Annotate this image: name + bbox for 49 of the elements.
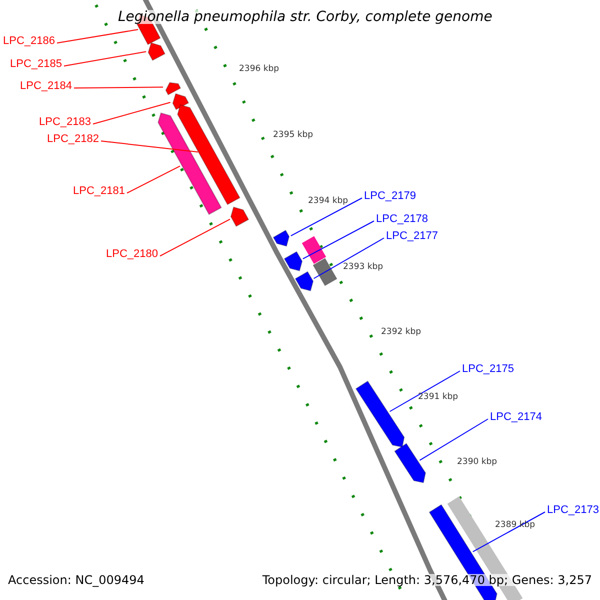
gene-label: LPC_2183 bbox=[39, 117, 91, 128]
leader-line bbox=[100, 140, 199, 152]
leader-line bbox=[313, 238, 384, 279]
gene-label: LPC_2181 bbox=[73, 186, 125, 197]
scale-label: 2390 kbp bbox=[457, 458, 498, 466]
gene-label: LPC_2175 bbox=[462, 364, 514, 375]
title: Legionella pneumophila str. Corby, complete genome bbox=[116, 10, 494, 24]
leader-line bbox=[126, 166, 180, 194]
footer-text: Accession: NC_009494 bbox=[8, 574, 144, 586]
gene-block bbox=[177, 104, 240, 206]
gene-block bbox=[230, 206, 250, 227]
feature-bar bbox=[302, 236, 326, 264]
leader-line bbox=[56, 29, 139, 44]
scale-label: 2392 kbp bbox=[381, 328, 422, 336]
leader-line bbox=[302, 220, 374, 260]
gene-block bbox=[148, 42, 166, 61]
scale-label: 2395 kbp bbox=[273, 131, 314, 140]
leader-line bbox=[472, 512, 546, 552]
leader-line bbox=[92, 102, 171, 124]
scale-label: 2391 kbp bbox=[418, 393, 458, 402]
leader-line bbox=[419, 418, 488, 461]
leader-line bbox=[389, 370, 460, 412]
scale-label: 2396 kbp bbox=[239, 65, 280, 74]
scale-label: 2394 kbp bbox=[308, 197, 348, 206]
gene-block bbox=[355, 380, 405, 448]
scale-label: 2389 kbp bbox=[495, 521, 536, 530]
gene-label: LPC_2185 bbox=[10, 59, 62, 70]
gene-label: LPC_2177 bbox=[386, 231, 438, 242]
gene-label: LPC_2186 bbox=[3, 36, 55, 47]
gene-label: LPC_2182 bbox=[47, 134, 99, 145]
scale-label: 2393 kbp bbox=[343, 263, 384, 272]
leader-line bbox=[160, 218, 230, 256]
gene-label: LPC_2174 bbox=[490, 412, 542, 423]
gene-block bbox=[272, 230, 290, 247]
gene-block bbox=[284, 251, 303, 272]
gene-label: LPC_2173 bbox=[547, 505, 599, 516]
gene-block bbox=[294, 271, 314, 292]
gene-block bbox=[394, 442, 426, 484]
gene-label: LPC_2178 bbox=[376, 214, 428, 225]
gene-label: LPC_2180 bbox=[106, 249, 158, 260]
feature-bar bbox=[312, 258, 338, 286]
gene-label: LPC_2184 bbox=[20, 81, 72, 92]
footer-text: Topology: circular; Length: 3,576,470 bp; Genes: 3,257 bbox=[262, 574, 592, 586]
leader-line bbox=[74, 86, 164, 88]
gene-block bbox=[158, 112, 222, 216]
gene-label: LPC_2179 bbox=[364, 191, 416, 202]
gene-block bbox=[165, 82, 182, 96]
leader-line bbox=[290, 198, 362, 236]
leader-line bbox=[64, 51, 147, 66]
